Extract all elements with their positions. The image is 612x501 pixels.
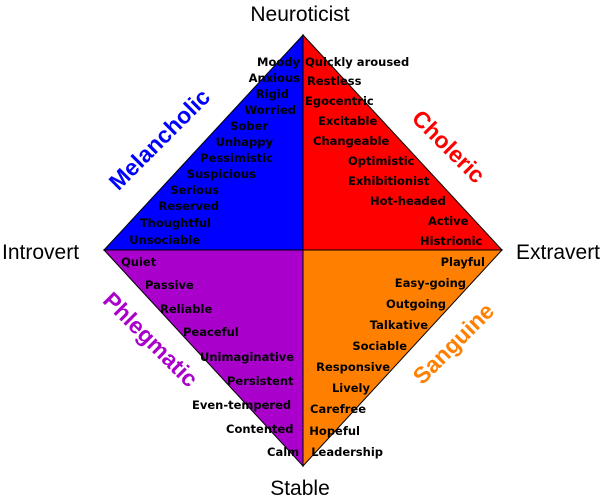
trait-word: Quiet bbox=[121, 255, 157, 269]
trait-word: Worried bbox=[245, 103, 297, 117]
trait-word: Rigid bbox=[256, 87, 289, 101]
trait-word: Thoughtful bbox=[140, 216, 211, 230]
trait-word: Leadership bbox=[311, 445, 383, 459]
trait-word: Unhappy bbox=[216, 135, 274, 149]
trait-word: Talkative bbox=[370, 318, 428, 332]
trait-word: Quickly aroused bbox=[305, 55, 409, 69]
trait-word: Carefree bbox=[310, 402, 366, 416]
sanguine-traits: Playful Easy-going Outgoing Talkative So… bbox=[309, 255, 485, 459]
trait-word: Sober bbox=[230, 119, 268, 133]
choleric-traits: Quickly aroused Restless Egocentric Exci… bbox=[305, 55, 483, 248]
trait-word: Peaceful bbox=[183, 325, 239, 339]
trait-word: Suspicious bbox=[187, 167, 256, 181]
melancholic-traits: Moody Anxious Rigid Worried Sober Unhapp… bbox=[129, 55, 300, 247]
trait-word: Restless bbox=[307, 74, 362, 88]
trait-word: Persistent bbox=[227, 374, 294, 388]
trait-word: Responsive bbox=[316, 360, 390, 374]
axis-label-right: Extravert bbox=[516, 241, 600, 264]
trait-word: Hot-headed bbox=[370, 194, 446, 208]
trait-word: Playful bbox=[441, 255, 485, 269]
axis-label-bottom: Stable bbox=[270, 477, 330, 500]
trait-word: Sociable bbox=[352, 339, 407, 353]
trait-word: Contented bbox=[226, 422, 294, 436]
axis-label-left: Introvert bbox=[2, 241, 79, 264]
trait-word: Passive bbox=[145, 278, 194, 292]
trait-word: Exhibitionist bbox=[348, 174, 430, 188]
trait-word: Serious bbox=[170, 183, 219, 197]
phlegmatic-traits: Quiet Passive Reliable Peaceful Unimagin… bbox=[121, 255, 299, 459]
trait-word: Unsociable bbox=[129, 233, 200, 247]
trait-word: Histrionic bbox=[420, 234, 483, 248]
axis-label-top: Neuroticist bbox=[250, 3, 349, 26]
trait-word: Reserved bbox=[159, 199, 220, 213]
trait-word: Anxious bbox=[249, 71, 301, 85]
trait-word: Pessimistic bbox=[200, 151, 273, 165]
trait-word: Hopeful bbox=[309, 424, 360, 438]
trait-word: Excitable bbox=[318, 114, 377, 128]
trait-word: Easy-going bbox=[395, 276, 466, 290]
trait-word: Calm bbox=[267, 445, 299, 459]
trait-word: Moody bbox=[257, 55, 300, 69]
trait-word: Reliable bbox=[160, 302, 212, 316]
trait-word: Active bbox=[428, 214, 469, 228]
trait-word: Even-tempered bbox=[192, 398, 291, 412]
trait-word: Unimaginative bbox=[200, 350, 294, 364]
trait-word: Lively bbox=[332, 381, 371, 395]
trait-word: Optimistic bbox=[348, 154, 415, 168]
trait-word: Egocentric bbox=[305, 94, 374, 108]
trait-word: Outgoing bbox=[386, 297, 446, 311]
trait-word: Changeable bbox=[313, 134, 390, 148]
